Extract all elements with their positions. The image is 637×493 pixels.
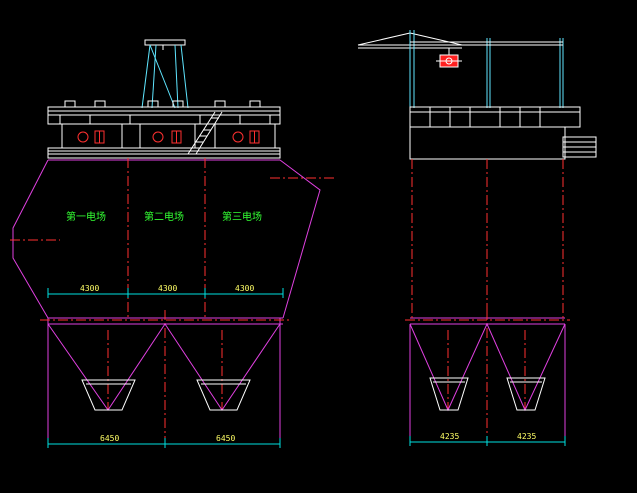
dimension-text: 4235 [517,432,536,441]
side-casing [405,159,570,445]
dimension-text: 4300 [80,284,99,293]
dimension-text: 6450 [100,434,119,443]
side-bottom-dimension: 4235 4235 [409,432,566,446]
dimension-text: 4235 [440,432,459,441]
inspection-port-icon [77,131,89,143]
side-roof [409,106,597,160]
front-top-dimension: 4300 4300 4300 [47,284,284,298]
front-bottom-dimension: 6450 6450 [47,434,281,448]
side-view: 4235 4235 [357,30,597,446]
side-hoppers [409,322,566,412]
dimension-text: 4300 [235,284,254,293]
front-roof-housing [47,100,281,159]
front-hoppers [47,323,281,411]
zone-label-2: 第二电场 [144,210,184,223]
hoist-icon [436,48,462,68]
inspection-port-icon [152,131,164,143]
front-casing [12,159,321,445]
inspection-port-icon [232,131,244,143]
dimension-text: 4300 [158,284,177,293]
front-crane-mast [141,39,189,109]
side-crane-jib [357,30,564,108]
zone-label-3: 第三电场 [222,210,262,223]
front-view: 第一电场 第二电场 第三电场 4300 4300 4300 6450 6450 [10,39,335,448]
dimension-text: 6450 [216,434,235,443]
zone-label-1: 第一电场 [66,210,106,223]
front-centerlines [10,158,335,445]
